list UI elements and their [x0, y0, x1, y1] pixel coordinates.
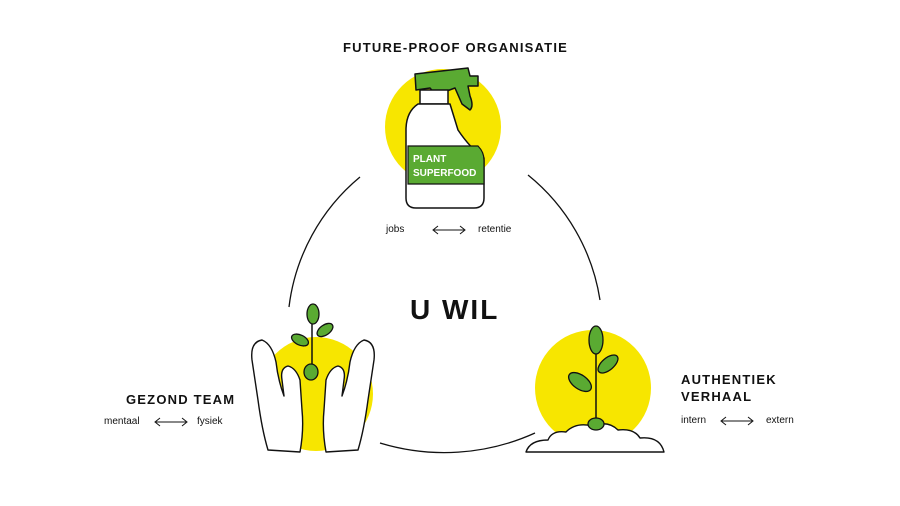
left-right-term: fysiek [197, 416, 223, 427]
top-left-term: jobs [386, 224, 405, 235]
left-left-term: mentaal [104, 416, 140, 427]
top-right-term: retentie [478, 224, 512, 235]
left-title: GEZOND TEAM [126, 392, 236, 407]
bottle-label-line2: SUPERFOOD [413, 168, 476, 179]
center-title: U WIL [410, 294, 500, 325]
cycle-arcs [288, 174, 601, 454]
left-double-arrow [154, 417, 188, 427]
top-title: FUTURE-PROOF ORGANISATIE [343, 40, 568, 55]
arc-left [288, 176, 361, 308]
right-left-term: intern [681, 415, 707, 426]
right-double-arrow [720, 416, 754, 426]
arc-right [527, 174, 601, 301]
right-right-term: extern [766, 415, 794, 426]
right-title-line1: AUTHENTIEK [681, 372, 777, 387]
arrows [154, 225, 754, 427]
bottle-label-line1: PLANT [413, 154, 446, 165]
spray-bottle-icon: PLANT SUPERFOOD [385, 67, 501, 209]
right-title-line2: VERHAAL [681, 389, 753, 404]
hands-holding-sprout-icon [251, 303, 375, 453]
arc-bottom [379, 432, 536, 454]
top-double-arrow [432, 225, 466, 235]
sprout-in-soil-icon [525, 325, 665, 453]
